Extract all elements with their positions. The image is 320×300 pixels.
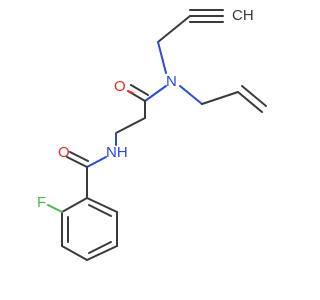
top-amide [127,84,167,102]
ring-inner-double-2 [88,241,112,254]
amide-nitrogen-top-label: N [166,73,177,90]
amide-co-bond-bottom-2 [69,151,89,162]
ring-bond-1 [61,197,88,213]
propargyl-n-bond [157,41,167,74]
bottom-amide [66,151,107,199]
alkyne-terminal-label: CH [232,7,254,24]
allyl-ch2-bond [201,91,239,105]
ring-bond-3 [61,245,88,261]
propargyl-ch2-bond [157,15,191,43]
molecule-drawing: CH O N NH O F [37,7,267,261]
amide-cn-bond-top [144,85,167,102]
amide-co-bond-top-2 [130,84,149,96]
amide-co-bond-bottom-1 [66,156,88,168]
carbonyl-oxygen-bottom-label: O [58,144,70,161]
carbonyl-oxygen-top-label: O [114,78,126,95]
benzene-ring [47,197,118,261]
ring-bond-6 [86,197,118,213]
ring-inner-double-3 [88,204,112,217]
allyl-group [179,85,267,113]
fluorine-label: F [37,194,46,211]
amide-nc-bond-bottom [86,156,107,168]
allyl-double-bond-1 [237,91,263,113]
allyl-n-bond [179,85,203,105]
alkyne-group [157,9,224,74]
ring-f-bond [47,204,63,213]
amide-nitrogen-mid-label: NH [106,144,128,161]
alkyl-chain [115,100,146,146]
amide-co-bond-top-1b [127,90,134,94]
structure-canvas: CH O N NH O F [37,7,267,261]
ring-bond-4 [86,245,118,261]
chain-bond-2 [115,117,146,134]
allyl-double-bond-2 [241,85,267,107]
